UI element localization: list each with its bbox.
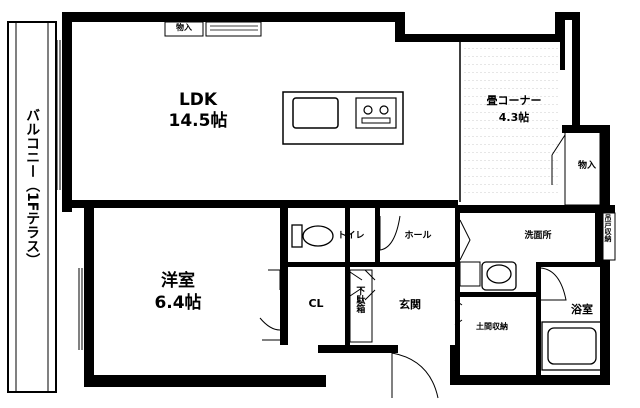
bathroom-door: [540, 267, 567, 301]
room-western-name: 洋室: [161, 271, 195, 291]
room-entrance-name: 玄関: [399, 298, 421, 311]
room-storage-top-name: 物入: [176, 23, 192, 32]
room-hanging-storage-name: 吊戸収納: [604, 214, 613, 242]
room-tatami-name: 畳コーナー: [486, 94, 542, 107]
room-closet-name: CL: [308, 297, 324, 310]
hanging-storage: [602, 212, 616, 261]
room-tatami-size: 4.3帖: [498, 111, 530, 124]
room-storage-right-name: 物入: [577, 161, 596, 171]
storage-top: [164, 21, 262, 37]
storage-right: [551, 131, 601, 206]
bathtub-icon: [541, 321, 603, 371]
room-bathroom-name: 浴室: [571, 303, 593, 316]
room-toilet-name: トイレ: [337, 231, 365, 241]
doors: [259, 215, 471, 399]
toilet-icon: [291, 224, 334, 248]
room-western-size: 6.4帖: [154, 293, 202, 313]
room-washroom-name: 洗面所: [524, 231, 552, 241]
windows: [56, 40, 260, 350]
room-ldk-size: 14.5帖: [168, 111, 228, 131]
stove-icon: [355, 97, 397, 129]
sink-icon: [292, 97, 339, 129]
room-hall-name: ホール: [404, 231, 432, 241]
shoe-box: [349, 269, 373, 343]
room-doma-storage-name: 土間収納: [476, 322, 508, 331]
washing-machine-pan: [459, 261, 481, 287]
kitchen-counter: [282, 91, 404, 145]
room-shoe-box-name: 下駄箱: [354, 286, 365, 313]
room-ldk-name: LDK: [178, 90, 218, 110]
balcony: [7, 21, 57, 393]
balcony-name: バルコニー（1Fテラス）: [24, 108, 41, 268]
tatami-floor: [462, 42, 560, 198]
washbasin-icon: [481, 261, 517, 291]
